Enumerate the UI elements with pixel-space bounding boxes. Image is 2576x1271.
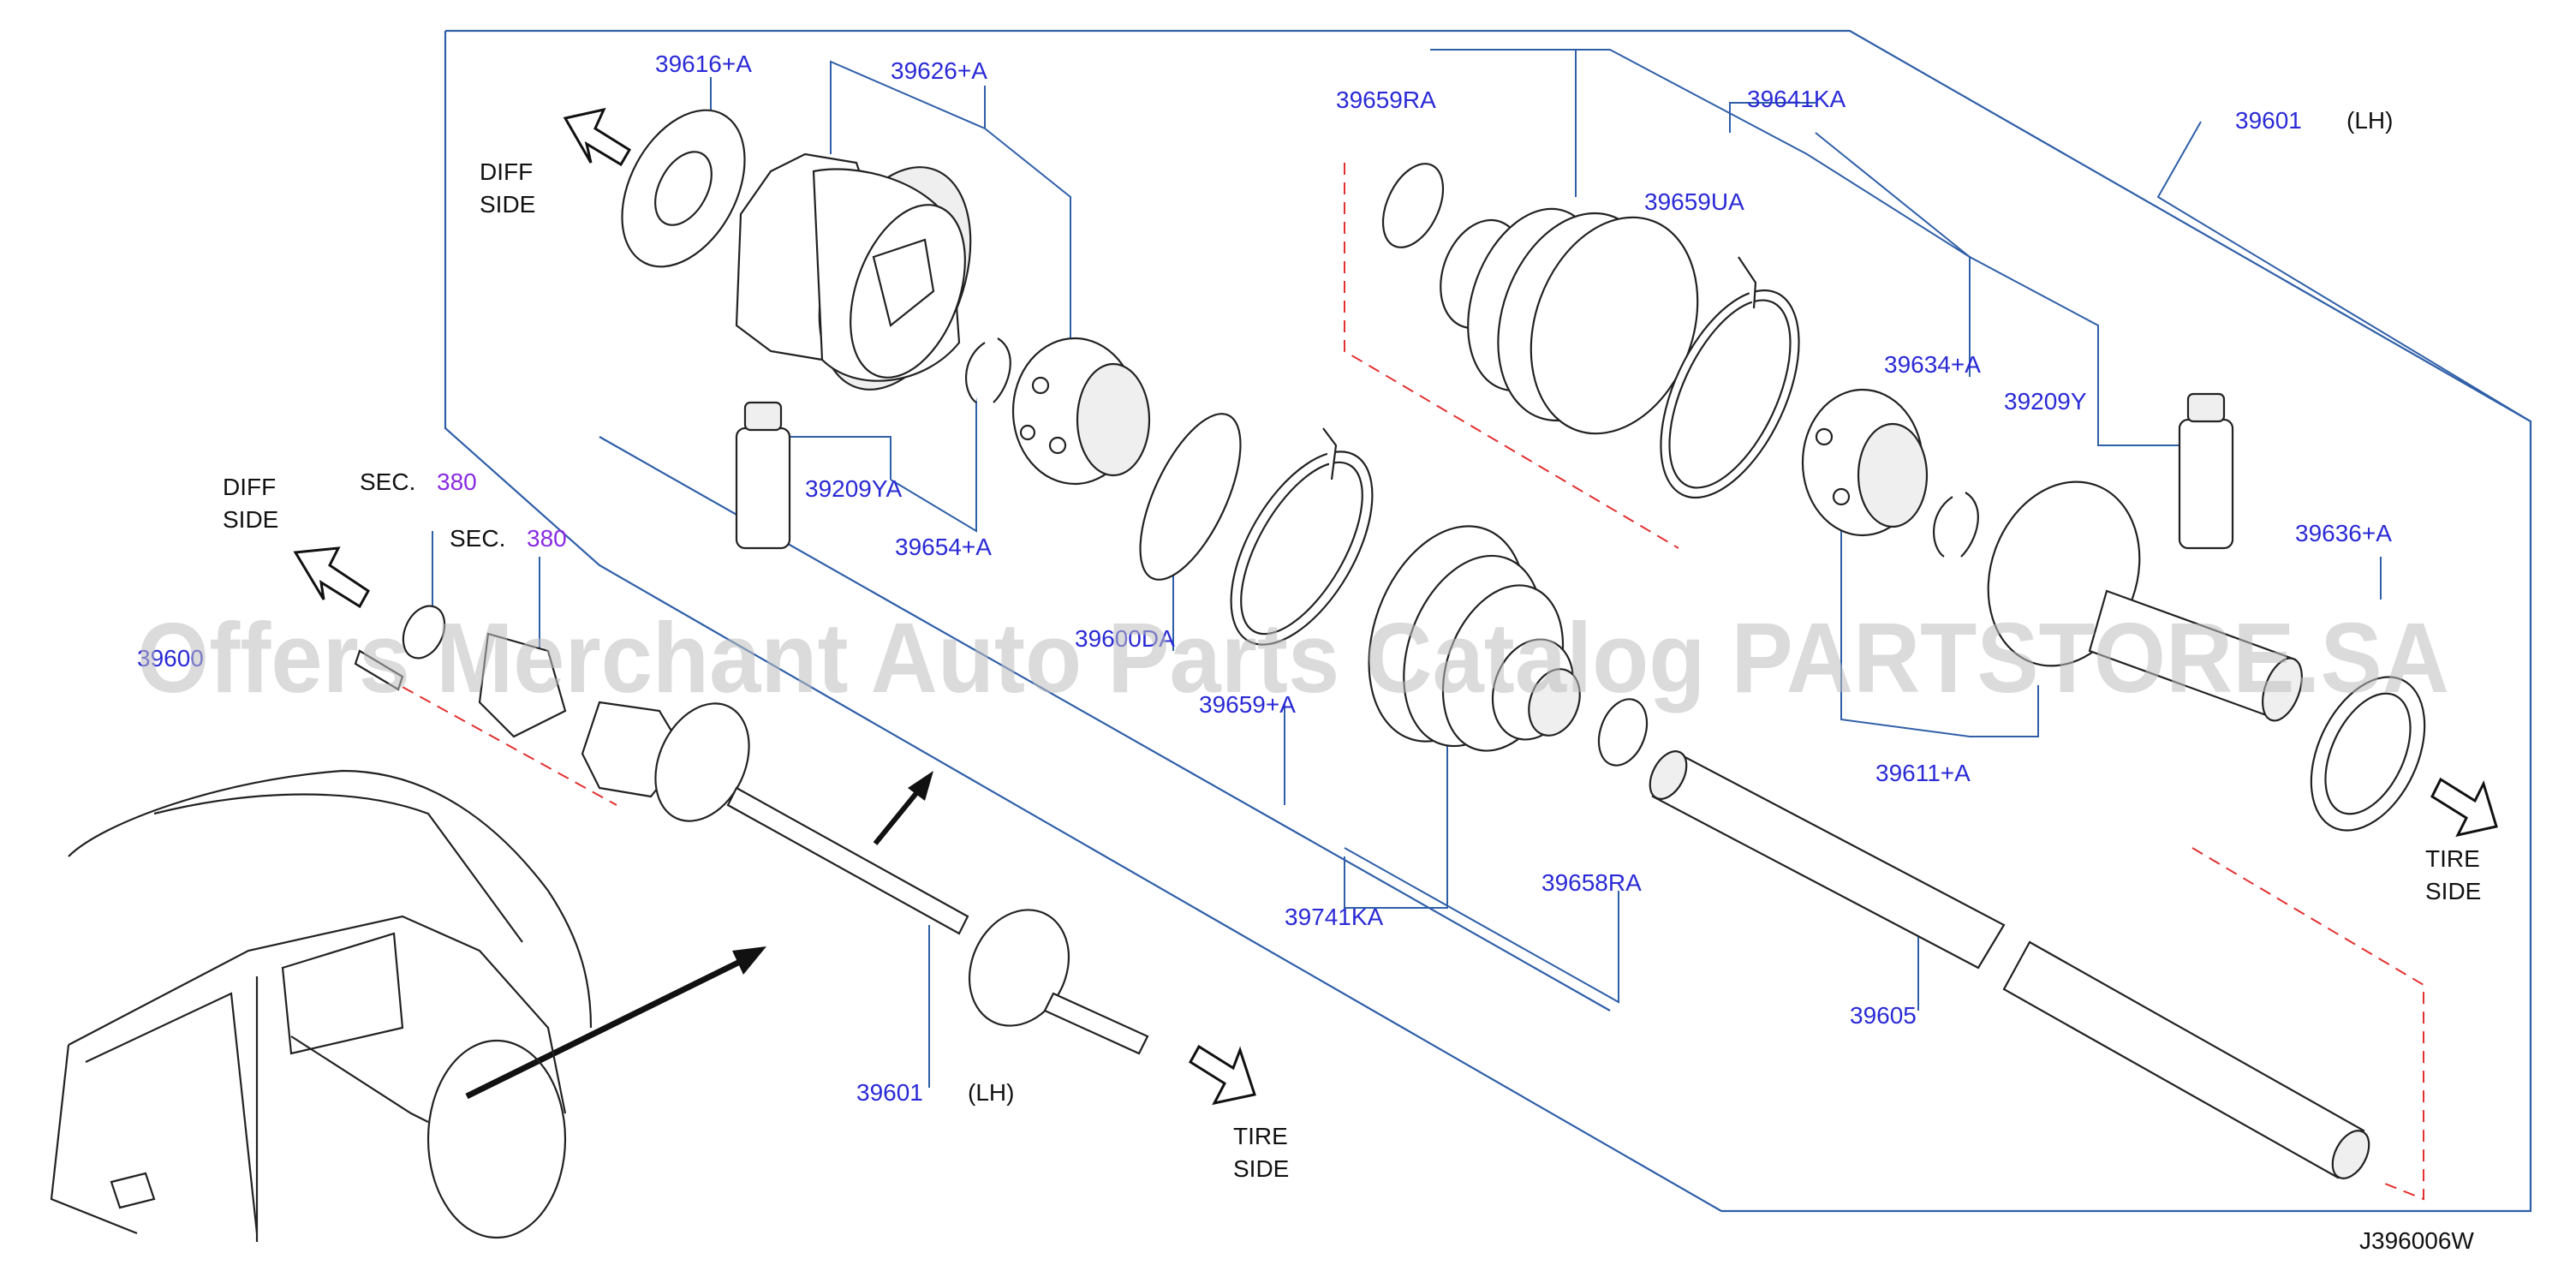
label-39654A: 39654+A	[895, 534, 992, 560]
sec-ref-2-prefix: SEC.	[450, 525, 505, 552]
part-tripod-bearing	[1011, 337, 1151, 486]
part-boot-band-ring	[1139, 413, 1242, 581]
part-outer-joint-39611	[1987, 480, 2303, 722]
leader-lines	[432, 49, 2531, 1088]
label-39601-bottom: 39601	[856, 1079, 923, 1106]
label-39641KA: 39641KA	[1747, 86, 1846, 112]
part-boot-band-39659	[1230, 427, 1374, 646]
tire-side-right-line2: SIDE	[2425, 878, 2481, 904]
assembly-frame	[444, 29, 2532, 1213]
part-snap-ring-39611	[1933, 492, 1979, 558]
watermark-text: Offers Merchant Auto Parts Catalog PARTS…	[137, 602, 2449, 713]
diff-side-left-line1: DIFF	[223, 474, 276, 500]
part-grease-tube-left	[735, 401, 791, 550]
label-39600-partial: 39600	[137, 645, 204, 671]
part-boot-39741	[1368, 525, 1581, 752]
sec-ref-1-number: 380	[437, 468, 477, 495]
part-snap-ring-39654	[965, 337, 1011, 403]
arrow-tire-side-bottom	[1188, 1044, 1256, 1106]
arrow-car-to-shaft	[465, 946, 766, 1100]
diagram-code: J396006W	[2359, 1227, 2474, 1254]
label-39601-bottom-side: (LH)	[968, 1079, 1014, 1106]
dashed-guide-bottom	[2191, 847, 2424, 1201]
part-seal-39636	[2310, 676, 2426, 832]
dashed-guide-left	[367, 667, 617, 806]
label-39601-top: 39601	[2235, 107, 2302, 134]
arrow-diff-side-top	[563, 107, 632, 167]
part-boot-39641	[1440, 207, 1699, 435]
dashed-guide-top	[1344, 163, 1679, 549]
tire-side-right-line1: TIRE	[2425, 845, 2480, 872]
tire-side-bottom-line2: SIDE	[1233, 1155, 1289, 1182]
label-39659RA: 39659RA	[1336, 87, 1436, 113]
tire-side-bottom-line1: TIRE	[1233, 1123, 1288, 1149]
part-shaft-39605	[1649, 750, 2370, 1179]
part-band-39659UA	[1660, 256, 1800, 499]
part-labels: 39616+A 39626+A 39659RA 39641KA 39601 (L…	[137, 51, 2481, 1254]
vehicle-silhouette	[50, 769, 593, 1242]
part-ring-39659RA	[1381, 163, 1445, 248]
complete-driveshaft-39601	[354, 605, 1149, 1055]
arrow-assembly-direction	[873, 771, 933, 845]
part-boot-band-39658	[1597, 698, 1649, 767]
label-39209YA: 39209YA	[805, 475, 902, 502]
label-39611A: 39611+A	[1875, 760, 1971, 786]
label-39741KA: 39741KA	[1285, 904, 1384, 930]
part-39626-housing	[735, 152, 972, 391]
label-39626A: 39626+A	[891, 57, 987, 84]
sec-ref-2-number: 380	[527, 525, 567, 552]
label-39658RA: 39658RA	[1541, 869, 1642, 896]
label-39659UA: 39659UA	[1644, 188, 1744, 215]
part-39616-ring	[621, 109, 746, 268]
label-39636A: 39636+A	[2295, 520, 2392, 546]
arrow-tire-side-right	[2430, 777, 2498, 838]
label-39616A: 39616+A	[655, 51, 752, 77]
label-39634A: 39634+A	[1884, 351, 1981, 378]
label-39605: 39605	[1850, 1002, 1917, 1029]
sec-ref-1-prefix: SEC.	[360, 468, 415, 495]
label-39601-top-side: (LH)	[2346, 107, 2393, 134]
label-39600DA-partial: 39600DA	[1075, 625, 1175, 652]
diff-side-top-line2: SIDE	[480, 191, 535, 218]
arrow-diff-side-left	[293, 546, 370, 609]
label-39659A: 39659+A	[1199, 691, 1296, 718]
diff-side-left-line2: SIDE	[223, 506, 278, 533]
label-39209Y: 39209Y	[2004, 388, 2087, 415]
part-grease-tube-right	[2178, 392, 2234, 550]
diff-side-top-line1: DIFF	[480, 158, 533, 185]
part-bearing-39634	[1801, 388, 1929, 537]
